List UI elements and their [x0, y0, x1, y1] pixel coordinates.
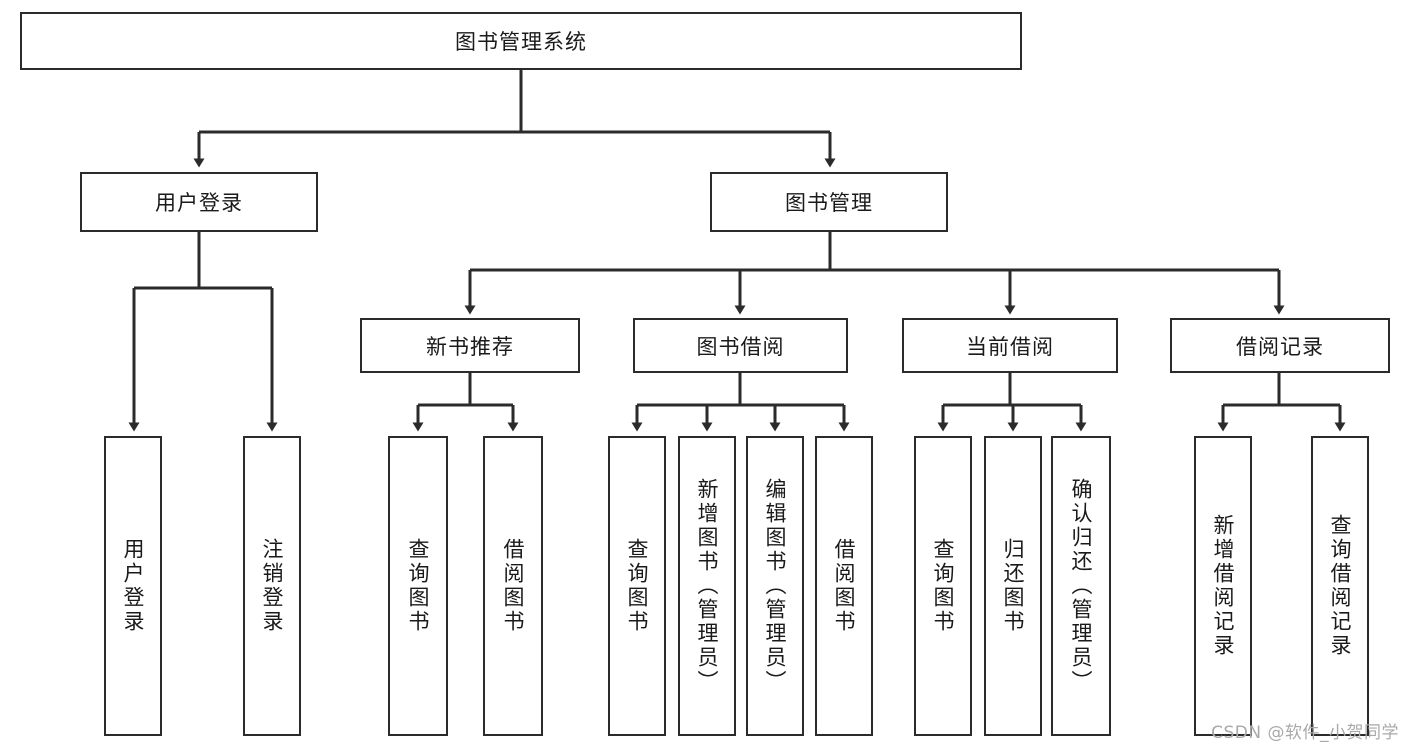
node-user-login-label: 用户登录	[155, 191, 243, 215]
node-leaf-edit-book[interactable]: 编辑图书（管理员）	[746, 436, 804, 736]
node-borrow-record-label: 借阅记录	[1236, 334, 1324, 359]
node-book-manage[interactable]: 图书管理	[710, 172, 948, 232]
node-leaf-query-record[interactable]: 查询借阅记录	[1311, 436, 1369, 736]
node-current-borrow-label: 当前借阅	[966, 334, 1054, 359]
node-book-manage-label: 图书管理	[785, 191, 873, 215]
node-leaf-add-book[interactable]: 新增图书（管理员）	[678, 436, 736, 736]
node-leaf-borrow-book-1-label: 借阅图书	[501, 538, 526, 634]
node-leaf-query-book-2-label: 查询图书	[625, 538, 650, 634]
node-leaf-confirm-return-label: 确认归还（管理员）	[1069, 478, 1094, 694]
node-leaf-query-book-1[interactable]: 查询图书	[388, 436, 448, 736]
node-leaf-borrow-book-1[interactable]: 借阅图书	[483, 436, 543, 736]
watermark-text: CSDN @软件_小贺同学	[1211, 723, 1399, 743]
node-leaf-borrow-book-2[interactable]: 借阅图书	[815, 436, 873, 736]
node-current-borrow[interactable]: 当前借阅	[902, 318, 1118, 373]
node-leaf-query-book-3[interactable]: 查询图书	[914, 436, 972, 736]
node-user-login[interactable]: 用户登录	[80, 172, 318, 232]
node-book-borrow[interactable]: 图书借阅	[633, 318, 848, 373]
node-new-book-rec-label: 新书推荐	[426, 334, 514, 359]
node-leaf-return-book[interactable]: 归还图书	[984, 436, 1042, 736]
node-leaf-logout-label: 注销登录	[260, 538, 285, 634]
node-leaf-query-book-1-label: 查询图书	[406, 538, 431, 634]
node-leaf-user-login[interactable]: 用户登录	[104, 436, 162, 736]
node-leaf-return-book-label: 归还图书	[1001, 538, 1026, 634]
node-leaf-user-login-label: 用户登录	[121, 538, 146, 634]
node-borrow-record[interactable]: 借阅记录	[1170, 318, 1390, 373]
node-leaf-add-book-label: 新增图书（管理员）	[695, 478, 720, 694]
node-leaf-add-record[interactable]: 新增借阅记录	[1194, 436, 1252, 736]
node-leaf-query-record-label: 查询借阅记录	[1328, 514, 1353, 658]
node-leaf-logout[interactable]: 注销登录	[243, 436, 301, 736]
node-new-book-rec[interactable]: 新书推荐	[360, 318, 580, 373]
node-book-borrow-label: 图书借阅	[696, 334, 785, 359]
node-leaf-borrow-book-2-label: 借阅图书	[832, 538, 857, 634]
node-root-label: 图书管理系统	[455, 30, 587, 54]
node-root[interactable]: 图书管理系统	[20, 12, 1022, 70]
node-leaf-edit-book-label: 编辑图书（管理员）	[763, 478, 788, 694]
node-leaf-query-book-3-label: 查询图书	[931, 538, 956, 634]
node-leaf-confirm-return[interactable]: 确认归还（管理员）	[1051, 436, 1111, 736]
node-leaf-add-record-label: 新增借阅记录	[1211, 514, 1236, 658]
node-leaf-query-book-2[interactable]: 查询图书	[608, 436, 666, 736]
